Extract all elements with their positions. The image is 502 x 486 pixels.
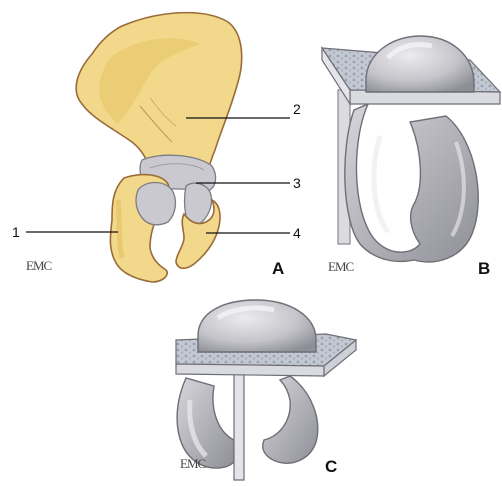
triradiate-cartilage — [136, 183, 175, 225]
callout-1: 1 — [12, 224, 20, 240]
cartilage-ring-c-right — [263, 376, 318, 463]
panel-label-a: A — [272, 259, 284, 278]
emc-logo-a: EMC — [26, 258, 52, 273]
panel-label-b: B — [478, 259, 490, 278]
cartilage-ring — [345, 104, 478, 262]
panel-c-cartilage-model — [176, 300, 356, 480]
callout-4: 4 — [293, 225, 301, 241]
panel-label-c: C — [325, 457, 337, 476]
emc-logo-c: EMC — [180, 456, 206, 471]
panel-b-cartilage-model — [322, 36, 500, 262]
callout-2: 2 — [293, 101, 301, 117]
emc-logo-b: EMC — [328, 259, 354, 274]
panel-a-pelvis-illustration — [76, 13, 242, 282]
callout-3: 3 — [293, 175, 301, 191]
